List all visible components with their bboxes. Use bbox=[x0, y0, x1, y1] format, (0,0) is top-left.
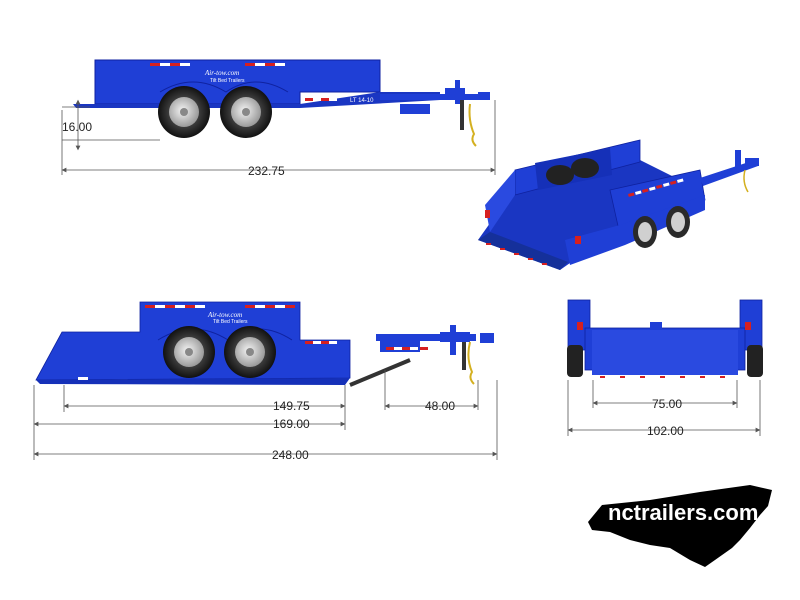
iso-reflectors bbox=[486, 178, 684, 265]
brand-label-lowered: Air-tow.com bbox=[207, 311, 242, 319]
hydraulic-cylinder bbox=[349, 358, 411, 387]
dim-overall-top: 232.75 bbox=[248, 164, 285, 178]
dim-inner-width: 75.00 bbox=[652, 397, 682, 411]
dim-bed-total: 169.00 bbox=[273, 417, 310, 431]
dim-deck: 149.75 bbox=[273, 399, 310, 413]
model-label: LT 14-10 bbox=[350, 98, 374, 104]
reflector-strip-lowered bbox=[78, 305, 337, 380]
iso-rear-ramp bbox=[478, 232, 568, 270]
model-label-lowered: LT 14-10 bbox=[352, 341, 376, 347]
nc-state-shape bbox=[588, 485, 772, 567]
brand-label: Air-tow.com bbox=[204, 69, 239, 77]
logo-text: nctrailers.com bbox=[608, 500, 758, 525]
dim-outer-width: 102.00 bbox=[647, 424, 684, 438]
reflector-strip bbox=[79, 63, 422, 104]
rear-reflectors bbox=[600, 376, 725, 378]
tongue bbox=[380, 94, 490, 100]
brand-sub-label-lowered: Tilt Bed Trailers bbox=[213, 319, 248, 325]
safety-chain bbox=[468, 103, 477, 147]
wheel bbox=[224, 326, 276, 378]
brand-sub-label: Tilt Bed Trailers bbox=[210, 78, 245, 84]
side-view-top: Air-tow.com Tilt Bed Trailers LT 14-10 1… bbox=[61, 59, 496, 178]
nc-state-logo: nctrailers.com bbox=[588, 485, 772, 567]
dim-height: 16.00 bbox=[62, 120, 92, 134]
dim-tongue: 48.00 bbox=[425, 399, 455, 413]
rear-view: 75.00 102.00 bbox=[567, 299, 763, 438]
dim-overall-lowered: 248.00 bbox=[272, 448, 309, 462]
jack bbox=[460, 100, 464, 130]
wheel bbox=[220, 86, 272, 138]
wheel bbox=[158, 86, 210, 138]
isometric-view bbox=[478, 139, 759, 270]
side-view-lowered: Air-tow.com Tilt Bed Trailers LT 14-10 bbox=[33, 301, 498, 462]
wheel bbox=[163, 326, 215, 378]
